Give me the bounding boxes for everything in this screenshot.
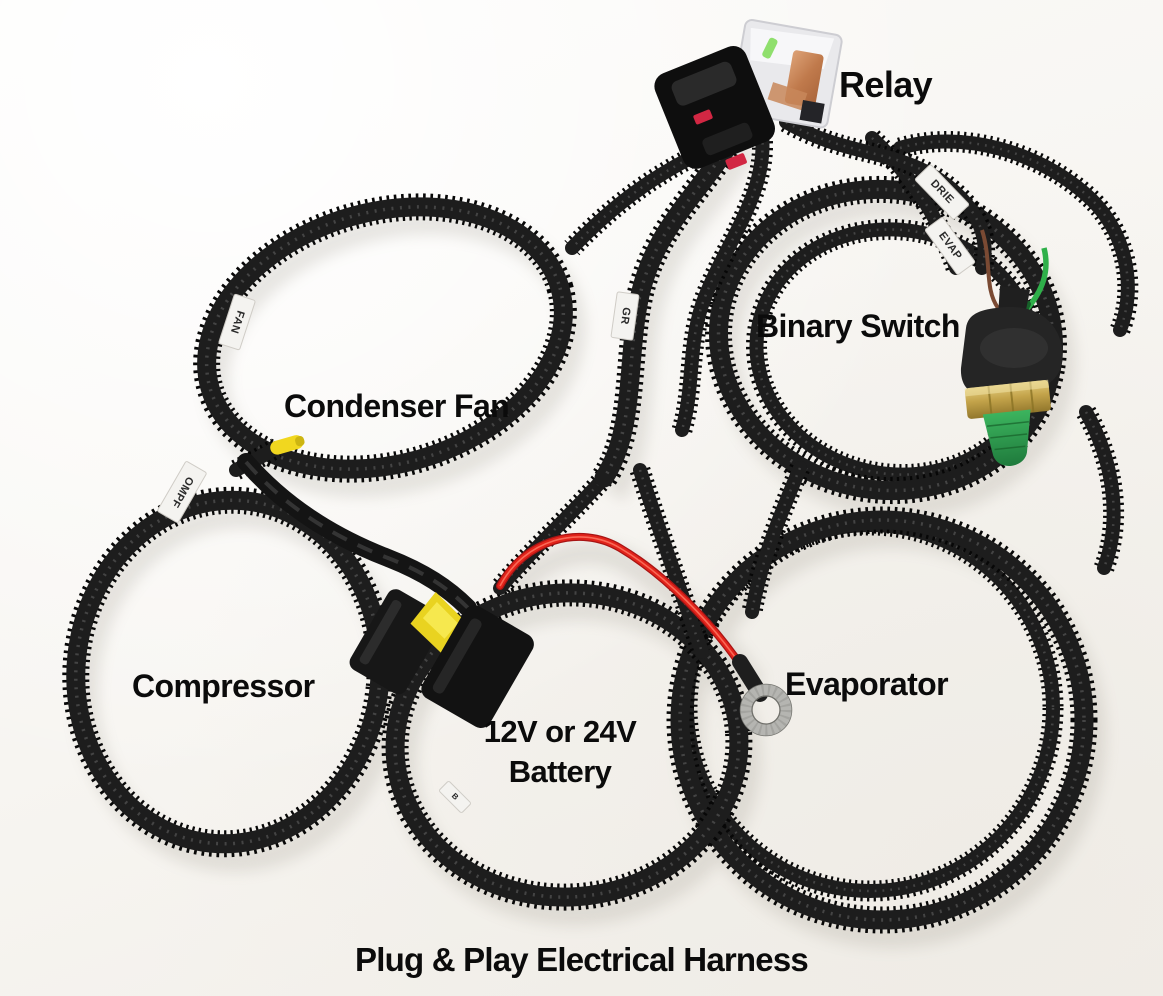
brown-wire: [980, 229, 1000, 310]
wire-tag-compressor: OMPF: [157, 461, 207, 523]
wire-tag-ground: GR: [610, 291, 640, 341]
bullet-connector: [270, 435, 305, 455]
fuse-holder: [349, 589, 534, 729]
binary-switch-component: [960, 286, 1063, 466]
svg-text:B: B: [450, 791, 461, 802]
label-binary-switch: Binary Switch: [756, 308, 960, 344]
wire-tag-battery: B: [439, 781, 471, 813]
ring-terminal: [732, 654, 793, 737]
wire-tag-fan: FAN: [218, 293, 256, 351]
label-condenser-fan: Condenser Fan: [284, 388, 510, 424]
label-battery: 12V or 24V Battery: [448, 712, 672, 792]
svg-text:GR: GR: [618, 307, 632, 326]
label-battery-line2: Battery: [508, 754, 612, 789]
switch-brass-nut: [964, 379, 1051, 419]
label-evaporator: Evaporator: [785, 666, 949, 702]
relay-led-green: [762, 37, 778, 59]
relay-socket: [654, 46, 776, 170]
switch-green-port: [982, 409, 1031, 466]
relay-component: [654, 19, 843, 170]
label-battery-line1: 12V or 24V: [483, 714, 637, 749]
caption-title: Plug & Play Electrical Harness: [355, 941, 809, 978]
label-compressor: Compressor: [132, 668, 315, 704]
label-relay: Relay: [839, 64, 933, 105]
